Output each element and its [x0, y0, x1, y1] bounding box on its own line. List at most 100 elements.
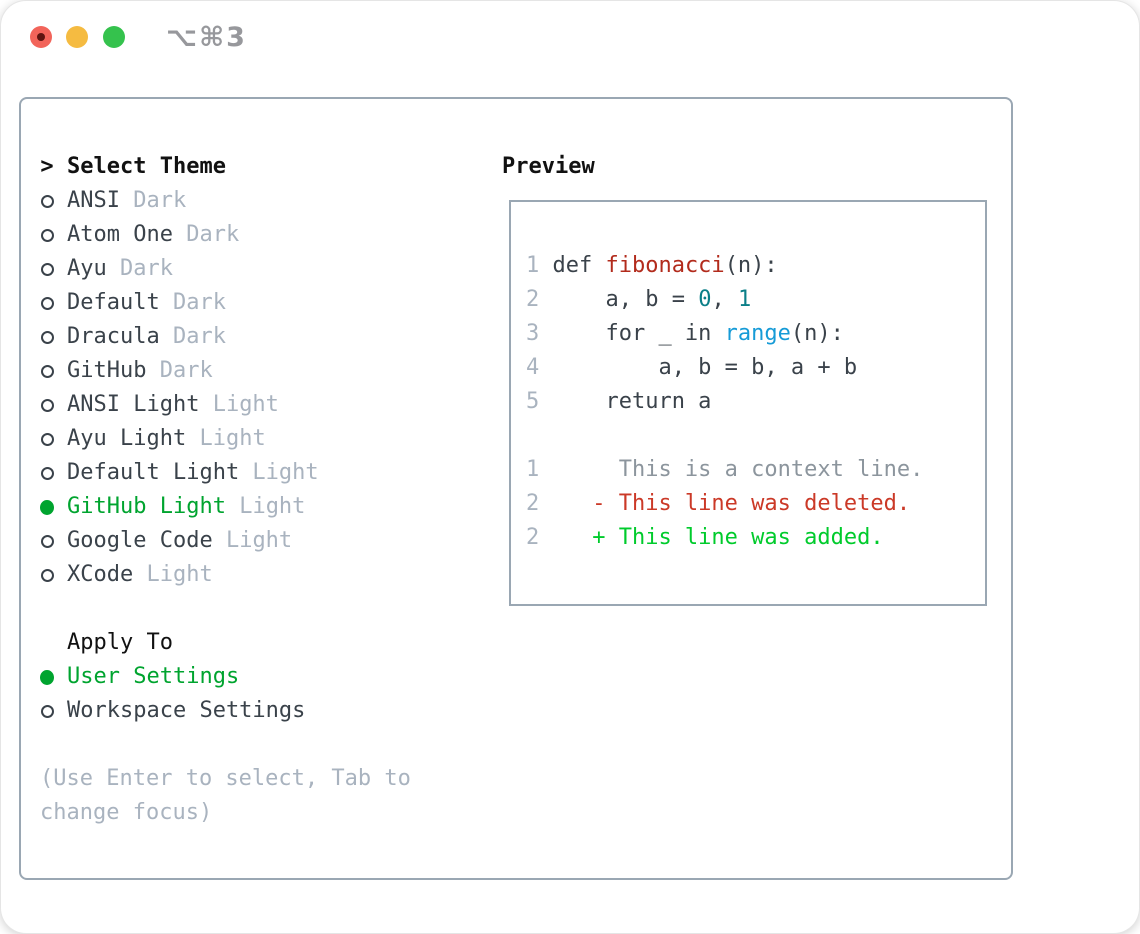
select-theme-header: > Select Theme [40, 150, 490, 184]
radio-icon [40, 534, 54, 548]
code-token: - This line was deleted. [552, 491, 911, 516]
spacer [40, 728, 490, 762]
theme-name: GitHub [67, 358, 147, 383]
theme-name: XCode [67, 562, 134, 587]
window-title: ⌥⌘3 [166, 22, 247, 53]
apply-to-list: User Settings Workspace Settings [40, 660, 490, 728]
apply-to-header: Apply To [40, 626, 490, 660]
line-number: 1 [526, 457, 540, 482]
code-token: 1 [737, 287, 752, 312]
theme-variant-tag: Light [212, 528, 293, 553]
code-token: This is a context line. [552, 457, 924, 482]
theme-variant-tag: Light [186, 426, 266, 451]
theme-picker-panel: > Select Theme ANSI Dark Atom One Dark Ay… [19, 97, 1013, 880]
theme-name: Default [67, 290, 160, 315]
theme-variant-tag: Dark [159, 290, 226, 315]
theme-column: > Select Theme ANSI Dark Atom One Dark Ay… [40, 150, 490, 830]
zoom-button[interactable] [103, 26, 125, 48]
theme-list-item[interactable]: GitHub Light Light [40, 490, 490, 524]
theme-variant-tag: Light [133, 562, 213, 587]
code-token: def [552, 253, 606, 278]
minimize-button[interactable] [66, 26, 88, 48]
radio-icon [40, 262, 54, 276]
theme-name: Google Code [67, 528, 213, 553]
code-token: return a [552, 389, 712, 414]
radio-icon [40, 194, 54, 208]
code-token: (n): [724, 253, 778, 278]
theme-list: ANSI Dark Atom One Dark Ayu Dark Default… [40, 184, 490, 592]
theme-list-item[interactable]: Dracula Dark [40, 320, 490, 354]
theme-list-item[interactable]: Ayu Light Light [40, 422, 490, 456]
code-token: fibonacci [605, 253, 725, 278]
theme-list-item[interactable]: Ayu Dark [40, 252, 490, 286]
line-number [526, 419, 552, 453]
apply-to-option[interactable]: Workspace Settings [40, 694, 490, 728]
keyboard-hint-line-1: (Use Enter to select, Tab to [40, 766, 411, 791]
theme-variant-tag: Dark [172, 222, 240, 247]
theme-list-item[interactable]: ANSI Light Light [40, 388, 490, 422]
code-line: 5 return a [526, 385, 975, 419]
code-line: 1 This is a context line. [526, 453, 975, 487]
radio-icon [40, 499, 54, 515]
code-line: 3 for _ in range(n): [526, 317, 975, 351]
line-number: 2 [526, 287, 540, 312]
cursor-arrow-icon: > [40, 154, 54, 179]
theme-variant-tag: Dark [106, 256, 173, 281]
code-token: + This line was added. [552, 525, 884, 550]
theme-name: Default Light [67, 460, 240, 485]
radio-icon [40, 330, 54, 344]
theme-list-item[interactable]: Atom One Dark [40, 218, 490, 252]
line-number: 2 [526, 525, 540, 550]
radio-icon [40, 398, 54, 412]
apply-to-option[interactable]: User Settings [40, 660, 490, 694]
theme-name: Ayu Light [67, 426, 187, 451]
theme-list-item[interactable]: XCode Light [40, 558, 490, 592]
theme-name: Atom One [67, 222, 173, 247]
keyboard-hint-line-2: change focus) [40, 800, 213, 825]
line-number: 4 [526, 355, 540, 380]
theme-list-item[interactable]: Default Dark [40, 286, 490, 320]
apply-to-label: Workspace Settings [67, 698, 306, 723]
theme-variant-tag: Light [199, 392, 279, 417]
code-token: a, b = [552, 287, 699, 312]
select-theme-title: Select Theme [67, 154, 226, 179]
code-token: for _ in [552, 321, 725, 346]
code-token: (n): [790, 321, 844, 346]
code-token: , [711, 287, 738, 312]
theme-name: ANSI Light [67, 392, 200, 417]
theme-variant-tag: Dark [159, 324, 226, 349]
code-token: range [724, 321, 791, 346]
line-number: 3 [526, 321, 540, 346]
radio-icon [40, 568, 54, 582]
theme-list-item[interactable]: GitHub Dark [40, 354, 490, 388]
theme-name: GitHub Light [67, 494, 226, 519]
code-line: 4 a, b = b, a + b [526, 351, 975, 385]
radio-icon [40, 364, 54, 378]
theme-name: ANSI [67, 188, 120, 213]
theme-variant-tag: Dark [119, 188, 187, 213]
code-token: a, b = b, a + b [552, 355, 858, 380]
radio-icon [40, 432, 54, 446]
theme-list-item[interactable]: ANSI Dark [40, 184, 490, 218]
theme-variant-tag: Dark [146, 358, 213, 383]
apply-to-label: User Settings [67, 664, 240, 689]
theme-list-item[interactable]: Default Light Light [40, 456, 490, 490]
theme-list-item[interactable]: Google Code Light [40, 524, 490, 558]
code-line [526, 419, 975, 453]
theme-variant-tag: Light [239, 460, 319, 485]
radio-icon [40, 669, 54, 685]
radio-icon [40, 704, 54, 718]
apply-to-title: Apply To [67, 630, 173, 655]
line-number: 5 [526, 389, 540, 414]
radio-icon [40, 228, 54, 242]
code-line: 2 a, b = 0, 1 [526, 283, 975, 317]
theme-name: Dracula [67, 324, 160, 349]
code-token: 0 [698, 287, 712, 312]
theme-variant-tag: Light [225, 494, 306, 519]
close-button[interactable] [30, 26, 52, 48]
theme-name: Ayu [67, 256, 107, 281]
